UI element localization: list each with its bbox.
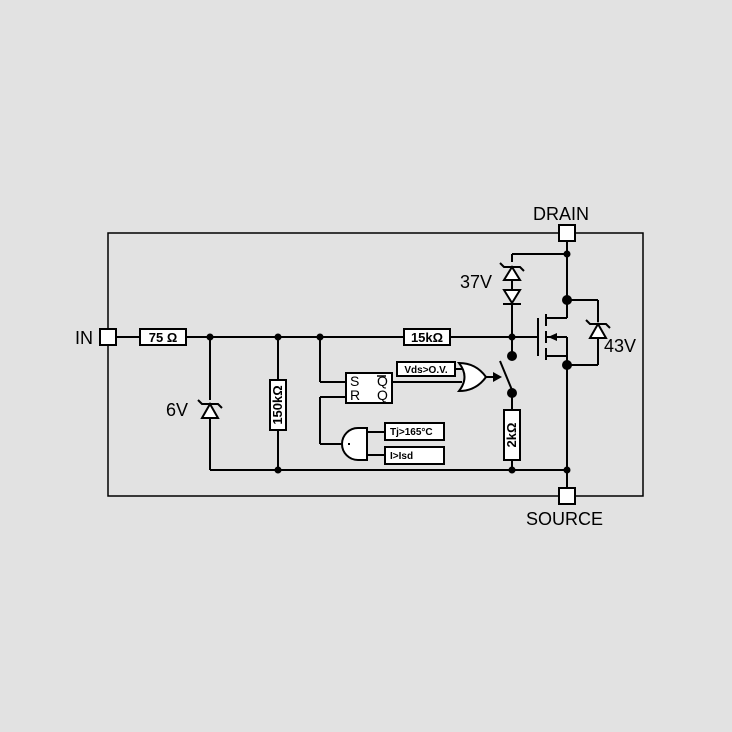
comparator-tj: Tj>165°C	[384, 422, 445, 441]
comparator-vds: Vds>O.V.	[396, 361, 456, 377]
resistor-75: 75 Ω	[139, 328, 187, 346]
zener-6v	[197, 399, 223, 419]
svg-text:15kΩ: 15kΩ	[411, 330, 443, 345]
in-label: IN	[75, 328, 93, 348]
svg-text:150kΩ: 150kΩ	[270, 385, 285, 424]
svg-text:75 Ω: 75 Ω	[149, 330, 178, 345]
pin-drain	[558, 224, 576, 242]
clamp-diode	[502, 289, 522, 305]
svg-text:2kΩ: 2kΩ	[504, 423, 519, 448]
svg-text:Q: Q	[377, 387, 388, 403]
svg-text:S: S	[350, 373, 359, 389]
package-outline	[107, 232, 644, 497]
svg-text:Q: Q	[377, 373, 388, 389]
junction-dots	[206, 250, 572, 474]
and-gate	[341, 427, 368, 461]
zener-37v	[499, 262, 525, 290]
zener-6v-label: 6V	[166, 400, 188, 420]
shutdown-switch	[493, 351, 517, 398]
comparator-isd: I>Isd	[384, 446, 445, 465]
zener-43v-label: 43V	[604, 336, 636, 356]
source-label: SOURCE	[526, 509, 603, 529]
mosfet	[537, 314, 568, 360]
sr-flipflop: S R Q Q	[345, 372, 393, 404]
svg-text:Vds>O.V.: Vds>O.V.	[404, 365, 447, 376]
svg-text:R: R	[350, 387, 360, 403]
svg-text:I>Isd: I>Isd	[390, 451, 413, 462]
resistor-150k: 150kΩ	[269, 379, 287, 431]
pin-in	[99, 328, 117, 346]
resistor-2k: 2kΩ	[503, 409, 521, 461]
svg-text:Tj>165°C: Tj>165°C	[390, 427, 433, 438]
resistor-15k: 15kΩ	[403, 328, 451, 346]
drain-label: DRAIN	[533, 204, 589, 224]
pin-source	[558, 487, 576, 505]
or-gate	[456, 361, 488, 393]
zener-43v	[585, 319, 611, 339]
zener-37v-label: 37V	[460, 272, 492, 292]
